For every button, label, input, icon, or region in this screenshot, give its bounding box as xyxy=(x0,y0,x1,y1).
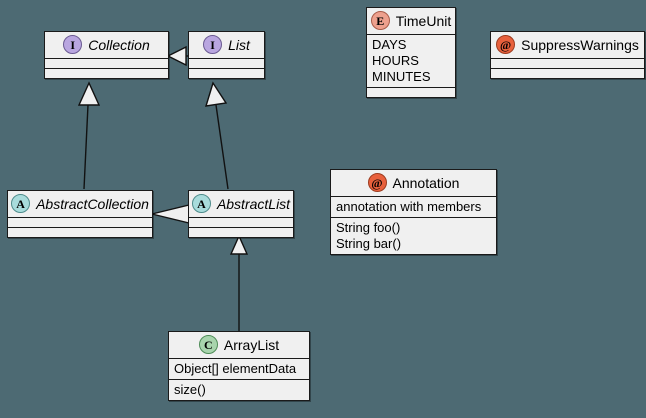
edge-abstractlist-to-abstractcollection xyxy=(151,204,190,224)
node-title-collection: Collection xyxy=(88,36,150,53)
node-header-collection: I Collection xyxy=(45,32,168,58)
operations-compartment-suppresswarnings xyxy=(491,68,644,78)
interface-icon: I xyxy=(63,35,83,54)
attributes-compartment-collection xyxy=(45,58,168,68)
uml-node-suppresswarnings[interactable]: @ SuppressWarnings xyxy=(490,31,645,79)
node-header-arraylist: C ArrayList xyxy=(169,332,309,358)
node-header-abstractlist: A AbstractList xyxy=(189,191,293,217)
node-title-abstractcollection: AbstractCollection xyxy=(36,195,149,212)
operation: String foo() xyxy=(336,220,401,235)
abstract-class-icon: A xyxy=(11,194,31,213)
enum-value: HOURS xyxy=(372,53,419,68)
enum-icon: E xyxy=(370,11,390,30)
node-title-annotation: Annotation xyxy=(392,174,460,191)
operation: String bar() xyxy=(336,236,402,251)
class-icon: C xyxy=(198,335,218,354)
operations-compartment-arraylist: size() xyxy=(169,379,309,400)
uml-node-abstractlist[interactable]: A AbstractList xyxy=(188,190,294,238)
edge-arraylist-to-abstractlist xyxy=(229,234,249,331)
uml-node-abstractcollection[interactable]: A AbstractCollection xyxy=(7,190,153,238)
attribute: Object[] elementData xyxy=(174,361,297,376)
attributes-compartment-suppresswarnings xyxy=(491,58,644,68)
node-title-timeunit: TimeUnit xyxy=(395,12,452,29)
uml-node-list[interactable]: I List xyxy=(188,31,265,79)
node-header-list: I List xyxy=(189,32,264,58)
attributes-compartment-abstractcollection xyxy=(8,217,152,227)
edge-abstractcollection-to-collection xyxy=(77,81,101,190)
node-title-suppresswarnings: SuppressWarnings xyxy=(521,36,639,53)
enum-value: MINUTES xyxy=(372,69,431,84)
operations-compartment-collection xyxy=(45,68,168,78)
attributes-compartment-abstractlist xyxy=(189,217,293,227)
operations-compartment-abstractcollection xyxy=(8,227,152,237)
values-compartment-timeunit: DAYS HOURS MINUTES xyxy=(367,34,455,87)
annotation-icon: @ xyxy=(367,173,387,192)
operations-compartment-abstractlist xyxy=(189,227,293,237)
interface-icon: I xyxy=(203,35,223,54)
annotation-icon: @ xyxy=(496,35,516,54)
attributes-compartment-list xyxy=(189,58,264,68)
node-header-annotation: @ Annotation xyxy=(331,170,496,196)
uml-node-arraylist[interactable]: C ArrayList Object[] elementData size() xyxy=(168,331,310,401)
node-title-arraylist: ArrayList xyxy=(223,336,280,353)
node-title-abstractlist: AbstractList xyxy=(216,195,291,212)
attributes-compartment-annotation: annotation with members xyxy=(331,196,496,217)
node-header-timeunit: E TimeUnit xyxy=(367,8,455,34)
attributes-compartment-arraylist: Object[] elementData xyxy=(169,358,309,379)
annotation-member-note: annotation with members xyxy=(336,199,482,214)
uml-node-collection[interactable]: I Collection xyxy=(44,31,169,79)
enum-value: DAYS xyxy=(372,37,407,52)
node-header-suppresswarnings: @ SuppressWarnings xyxy=(491,32,644,58)
operations-compartment-timeunit xyxy=(367,87,455,97)
node-header-abstractcollection: A AbstractCollection xyxy=(8,191,152,217)
uml-node-annotation[interactable]: @ Annotation annotation with members Str… xyxy=(330,169,497,255)
uml-node-timeunit[interactable]: E TimeUnit DAYS HOURS MINUTES xyxy=(366,7,456,98)
node-title-list: List xyxy=(228,36,250,53)
abstract-class-icon: A xyxy=(191,194,211,213)
edge-abstractlist-to-list xyxy=(205,81,229,190)
operations-compartment-list xyxy=(189,68,264,78)
operations-compartment-annotation: String foo() String bar() xyxy=(331,217,496,254)
edge-list-to-collection xyxy=(166,45,189,67)
operation: size() xyxy=(174,382,206,397)
